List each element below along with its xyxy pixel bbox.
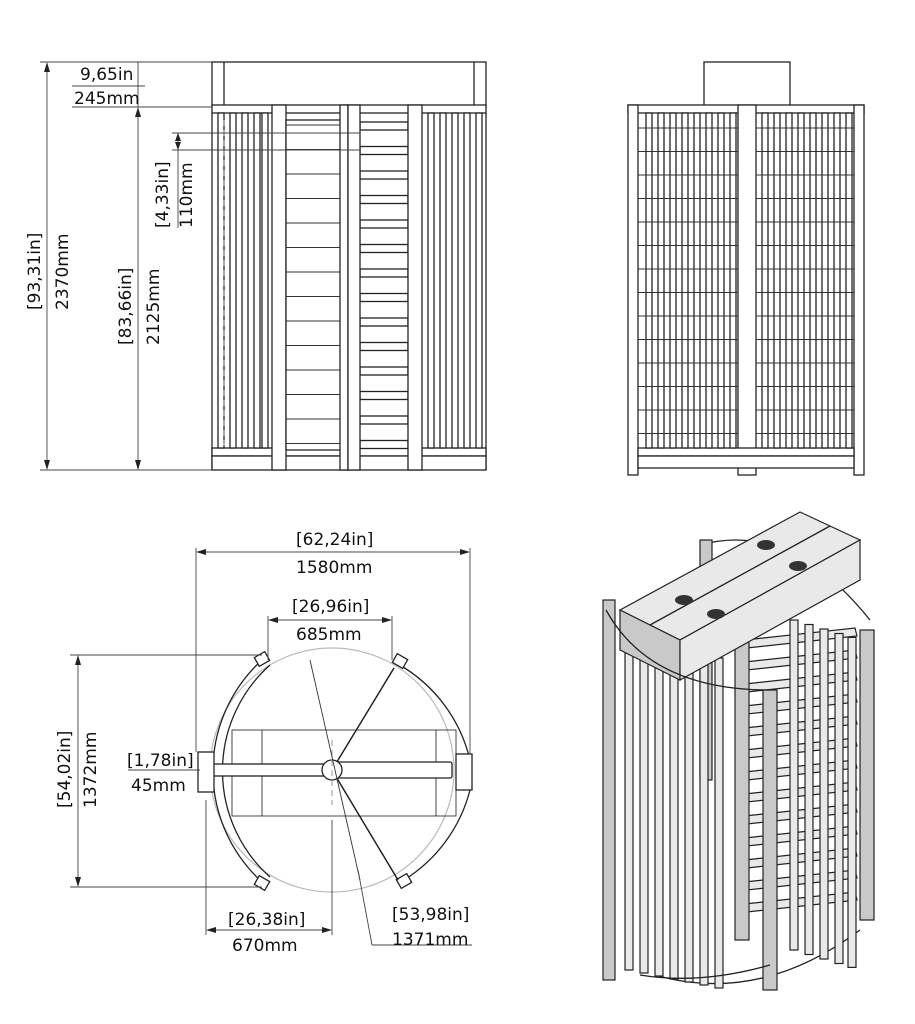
iso-vertical-bar (684, 651, 694, 983)
side-right-post (853, 104, 865, 476)
front-frame-height-imperial: [83,66in] (116, 268, 136, 345)
side-vertical-bar (645, 112, 653, 449)
plan-overall-width-metric: 1580mm (296, 558, 372, 578)
plan-left-end-block (197, 751, 215, 793)
front-total-height-metric: 2370mm (53, 234, 73, 310)
plan-passage-width-metric: 685mm (296, 625, 362, 645)
side-vertical-bar (809, 112, 817, 449)
iso-front-right-post (762, 689, 778, 991)
plan-dimensions (70, 548, 472, 946)
side-vertical-bar (845, 112, 853, 449)
plan-arm-right (331, 761, 453, 779)
plan-half-width-imperial: [26,38in] (228, 910, 305, 930)
plan-view (197, 647, 473, 893)
iso-vertical-bar (624, 639, 634, 971)
plan-right-end-block (455, 753, 473, 791)
plan-depth-metric: 1372mm (81, 732, 101, 808)
iso-vertical-bar (789, 619, 799, 951)
side-vertical-bar (657, 112, 665, 449)
plan-post-offset-metric: 45mm (131, 776, 186, 796)
front-bar-pitch-imperial: [4,33in] (153, 161, 173, 228)
side-vertical-bar (729, 112, 737, 449)
side-vertical-bar (785, 112, 793, 449)
iso-centre-column (734, 639, 750, 941)
iso-vertical-bar (699, 654, 709, 986)
side-vertical-bar (761, 112, 769, 449)
front-top-box (211, 61, 487, 108)
iso-right-post (859, 629, 875, 921)
front-centre-shaft (339, 104, 349, 471)
iso-vertical-bar (834, 632, 844, 965)
iso-vertical-bar (639, 642, 649, 974)
iso-vertical-bar (669, 648, 679, 980)
side-vertical-bar (669, 112, 677, 449)
front-right-fixed-bars (427, 112, 483, 449)
side-top-box (703, 61, 791, 108)
iso-front-left-post (602, 599, 616, 981)
side-vertical-bar (797, 112, 805, 449)
plan-rotor-diameter-metric: 1371mm (392, 930, 468, 950)
side-vertical-bar (705, 112, 713, 449)
front-dimensions (40, 61, 360, 471)
plan-arm-left (211, 763, 333, 777)
plan-depth-imperial: [54,02in] (55, 731, 75, 808)
front-rotor-arms (285, 119, 343, 451)
side-vertical-bar (773, 112, 781, 449)
front-view (211, 61, 487, 471)
front-total-height-imperial: [93,31in] (25, 233, 45, 310)
side-vertical-bar (693, 112, 701, 449)
plan-post-offset-imperial: [1,78in] (127, 751, 194, 771)
plan-overall-width-imperial: [62,24in] (296, 530, 373, 550)
plan-passage-width-imperial: [26,96in] (292, 597, 369, 617)
front-right-post (407, 104, 423, 471)
isometric-view (602, 511, 875, 991)
iso-vertical-bar (654, 645, 664, 977)
side-vertical-bar (681, 112, 689, 449)
side-vertical-bar (833, 112, 841, 449)
front-frame-height-metric: 2125mm (144, 269, 164, 345)
side-centre-post (737, 104, 757, 476)
iso-vertical-bar (847, 636, 857, 969)
plan-half-width-metric: 670mm (232, 936, 298, 956)
side-left-post (627, 104, 639, 476)
front-left-fixed-bars (217, 112, 269, 449)
front-left-post (271, 104, 287, 471)
front-bar-pitch-metric: 110mm (177, 162, 197, 228)
side-view (627, 61, 865, 476)
plan-rotor-diameter-imperial: [53,98in] (392, 905, 469, 925)
iso-vertical-bar (714, 657, 724, 989)
front-top-box-imperial: 9,65in (80, 65, 133, 85)
side-vertical-bar (821, 112, 829, 449)
iso-vertical-bar (804, 623, 814, 956)
side-vertical-bar (717, 112, 725, 449)
front-top-box-metric: 245mm (74, 89, 140, 109)
iso-vertical-bar (819, 628, 829, 960)
